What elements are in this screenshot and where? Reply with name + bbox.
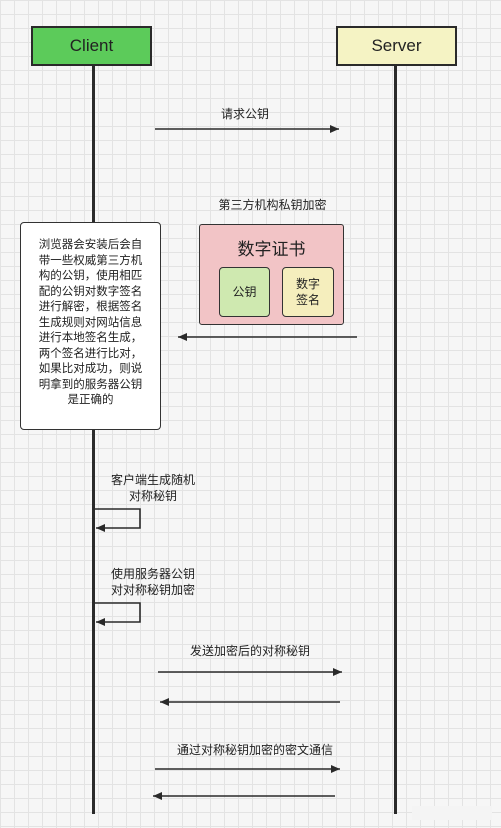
certificate-title: 数字证书 bbox=[237, 240, 306, 260]
certificate-signature: 数字 签名 bbox=[282, 267, 334, 317]
note-line: 构的公钥，使用相匹 bbox=[38, 268, 143, 282]
note-line: 两个签名进行比对， bbox=[38, 345, 143, 360]
certificate-signature-line2: 签名 bbox=[295, 293, 320, 307]
communicate-label: 通过对称秘钥加密的密文通信 bbox=[176, 743, 333, 757]
certificate-pubkey: 公钥 bbox=[219, 267, 270, 317]
verification-note: 浏览器会安装后会自 带一些权威第三方机 构的公钥，使用相匹 配的公钥对数字签名 … bbox=[20, 222, 161, 430]
client-lifeline bbox=[92, 66, 95, 814]
note-line: 配的公钥对数字签名 bbox=[38, 283, 143, 298]
note-line: 生成规则对网站信息 bbox=[38, 314, 143, 329]
server-label: Server bbox=[371, 36, 422, 55]
note-line: 浏览器会安装后会自 bbox=[38, 237, 143, 251]
certificate-pubkey-label: 公钥 bbox=[232, 285, 257, 299]
certificate-signature-line1: 数字 bbox=[295, 277, 320, 291]
client-label: Client bbox=[69, 36, 114, 55]
note-line: 如果比对成功，则说 bbox=[38, 361, 143, 375]
server-lifeline bbox=[394, 66, 397, 814]
third-party-sign-label: 第三方机构私钥加密 bbox=[218, 198, 327, 212]
encrypt-key-line2: 对对称秘钥加密 bbox=[110, 583, 195, 597]
generate-key-line2: 对称秘钥 bbox=[128, 489, 177, 503]
self-arrow-encrypt-key bbox=[95, 602, 141, 626]
digital-certificate: 数字证书 公钥 数字 签名 bbox=[199, 224, 344, 325]
encrypt-key-line1: 使用服务器公钥 bbox=[110, 567, 195, 581]
client-actor: Client bbox=[31, 26, 152, 66]
generate-key-label: 客户端生成随机 对称秘钥 bbox=[98, 472, 208, 504]
note-line: 进行本地签名生成， bbox=[38, 330, 143, 344]
note-line: 进行解密，根据签名 bbox=[38, 299, 143, 313]
note-line: 是正确的 bbox=[67, 392, 114, 406]
watermark-patch bbox=[412, 806, 492, 820]
server-actor: Server bbox=[336, 26, 457, 66]
note-line: 明拿到的服务器公钥 bbox=[38, 376, 143, 391]
self-arrow-generate-key bbox=[95, 508, 141, 532]
encrypt-key-label: 使用服务器公钥 对对称秘钥加密 bbox=[98, 566, 208, 598]
request-pubkey-label: 请求公钥 bbox=[220, 107, 269, 121]
send-encrypted-label: 发送加密后的对称秘钥 bbox=[189, 644, 310, 658]
note-line: 带一些权威第三方机 bbox=[38, 252, 143, 267]
generate-key-line1: 客户端生成随机 bbox=[110, 473, 195, 487]
